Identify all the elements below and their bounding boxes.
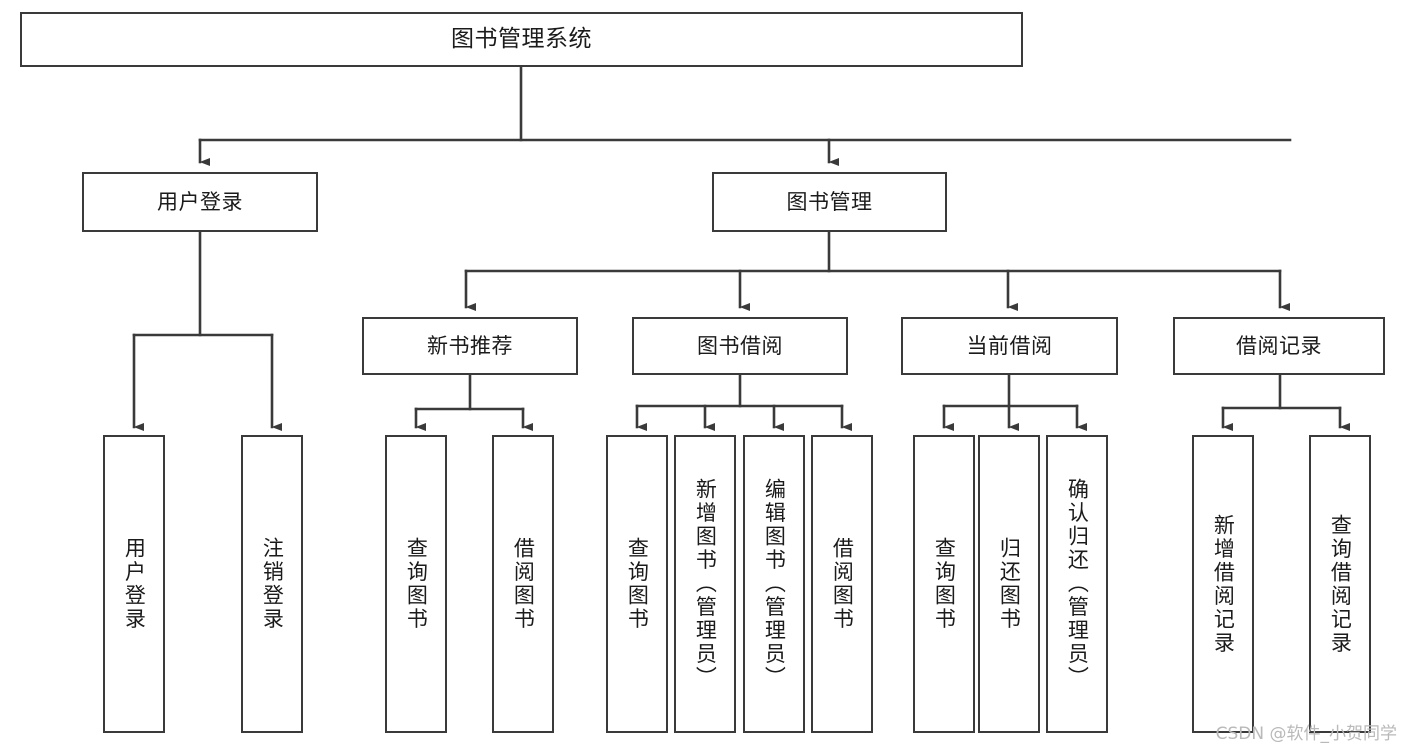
node-label: 注销登录 (260, 537, 285, 631)
node-label: 当前借阅 (966, 333, 1053, 358)
node-current-borrow[interactable]: 当前借阅 (901, 317, 1118, 375)
leaf-borrow-book-recommend[interactable]: 借阅图书 (492, 435, 554, 733)
node-user-login[interactable]: 用户登录 (82, 172, 318, 232)
node-label: 查询图书 (625, 537, 650, 631)
node-label: 新增借阅记录 (1211, 513, 1236, 655)
node-label: 查询图书 (404, 537, 429, 631)
node-label: 图书借阅 (697, 333, 783, 358)
node-label: 查询图书 (932, 537, 957, 631)
node-label: 编辑图书（管理员） (762, 478, 787, 690)
node-book-management[interactable]: 图书管理 (712, 172, 947, 232)
node-label: 借阅图书 (830, 537, 855, 631)
node-label: 用户登录 (122, 537, 147, 631)
leaf-confirm-return[interactable]: 确认归还（管理员） (1046, 435, 1108, 733)
leaf-query-book-recommend[interactable]: 查询图书 (385, 435, 447, 733)
node-label: 图书管理 (786, 189, 873, 214)
leaf-logout-login[interactable]: 注销登录 (241, 435, 303, 733)
node-label: 新增图书（管理员） (693, 478, 718, 690)
node-label: 查询借阅记录 (1328, 513, 1353, 655)
leaf-edit-book[interactable]: 编辑图书（管理员） (743, 435, 805, 733)
node-label: 图书管理系统 (451, 26, 592, 53)
leaf-query-book-borrow[interactable]: 查询图书 (606, 435, 668, 733)
node-label: 新书推荐 (427, 333, 513, 358)
node-label: 借阅图书 (511, 537, 536, 631)
leaf-return-book[interactable]: 归还图书 (978, 435, 1040, 733)
leaf-query-borrow-record[interactable]: 查询借阅记录 (1309, 435, 1371, 733)
leaf-add-book[interactable]: 新增图书（管理员） (674, 435, 736, 733)
watermark-text: CSDN @软件_小贺同学 (1215, 724, 1397, 744)
leaf-add-borrow-record[interactable]: 新增借阅记录 (1192, 435, 1254, 733)
node-label: 确认归还（管理员） (1065, 478, 1090, 690)
leaf-borrow-book[interactable]: 借阅图书 (811, 435, 873, 733)
leaf-query-book-current[interactable]: 查询图书 (913, 435, 975, 733)
node-label: 借阅记录 (1236, 333, 1322, 358)
node-book-borrow[interactable]: 图书借阅 (632, 317, 848, 375)
node-root-system[interactable]: 图书管理系统 (20, 12, 1023, 67)
node-new-book-recommend[interactable]: 新书推荐 (362, 317, 578, 375)
leaf-user-login[interactable]: 用户登录 (103, 435, 165, 733)
node-borrow-record[interactable]: 借阅记录 (1173, 317, 1385, 375)
node-label: 用户登录 (157, 189, 243, 214)
node-label: 归还图书 (997, 537, 1022, 631)
